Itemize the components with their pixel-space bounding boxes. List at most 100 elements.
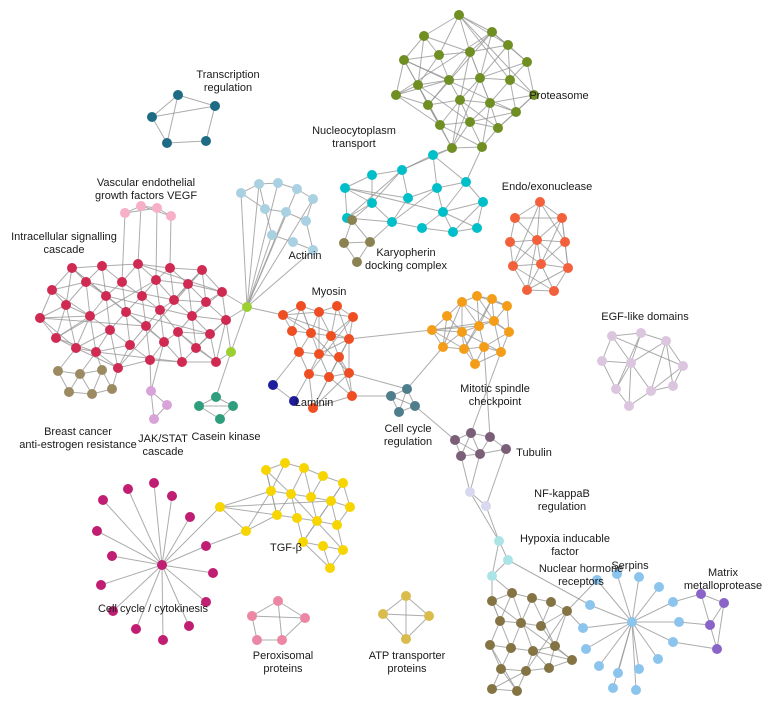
node-intracellular[interactable] [125,340,135,350]
node-intracellular[interactable] [47,285,57,295]
node-myosin[interactable] [334,352,344,362]
node-matrix[interactable] [696,589,706,599]
node-mitotic[interactable] [479,342,489,352]
node-egf[interactable] [611,384,621,394]
node-egf[interactable] [607,331,617,341]
node-serpins[interactable] [634,664,644,674]
node-hypoxia[interactable] [487,571,497,581]
node-intracellular[interactable] [201,297,211,307]
node-myosin[interactable] [287,326,297,336]
node-intracellular[interactable] [121,307,131,317]
node-hypoxia[interactable] [503,555,513,565]
node-nucleocytoplasm[interactable] [417,223,427,233]
node-nucleocytoplasm[interactable] [432,183,442,193]
node-tgfb[interactable] [299,463,309,473]
node-proteasome[interactable] [423,100,433,110]
node-karyopherin[interactable] [339,238,349,248]
node-proteasome[interactable] [511,107,521,117]
node-ccr[interactable] [386,391,396,401]
node-serpins[interactable] [594,661,604,671]
node-nuclearhormone[interactable] [496,664,506,674]
node-proteasome[interactable] [455,95,465,105]
node-egf[interactable] [626,358,636,368]
node-nucleocytoplasm[interactable] [428,150,438,160]
node-tubulin[interactable] [475,449,485,459]
node-intracellular[interactable] [105,325,115,335]
node-serpins[interactable] [634,572,644,582]
node-nucleocytoplasm[interactable] [461,177,471,187]
node-tgfb[interactable] [286,489,296,499]
node-vegf[interactable] [120,208,130,218]
node-endonuclease[interactable] [532,235,542,245]
node-nucleocytoplasm[interactable] [403,193,413,203]
node-actinin[interactable] [267,230,277,240]
node-mitotic[interactable] [442,311,452,321]
node-actinin[interactable] [288,237,298,247]
node-breast[interactable] [97,365,107,375]
node-cytokinesis[interactable] [158,635,168,645]
node-proteasome[interactable] [487,27,497,37]
node-actinin[interactable] [308,245,318,255]
node-serpins[interactable] [608,683,618,693]
node-serpins[interactable] [668,637,678,647]
node-nuclearhormone[interactable] [527,593,537,603]
node-intracellular[interactable] [177,357,187,367]
node-serpins[interactable] [612,569,622,579]
node-nucleocytoplasm[interactable] [448,227,458,237]
node-nucleocytoplasm[interactable] [387,217,397,227]
node-matrix[interactable] [712,644,722,654]
node-intracellular[interactable] [141,321,151,331]
node-myosin[interactable] [314,349,324,359]
node-myosin[interactable] [344,334,354,344]
node-serpins[interactable] [585,600,595,610]
node-proteasome[interactable] [465,47,475,57]
node-cytokinesis[interactable] [149,478,159,488]
node-proteasome[interactable] [391,90,401,100]
node-peroxisomal[interactable] [252,635,262,645]
node-endonuclease[interactable] [535,197,545,207]
node-breast[interactable] [107,384,117,394]
node-egf[interactable] [668,381,678,391]
node-nfkappab[interactable] [465,487,475,497]
node-tgfb[interactable] [345,502,355,512]
node-nuclearhormone[interactable] [516,618,526,628]
node-mitotic[interactable] [487,294,497,304]
node-vegf[interactable] [166,211,176,221]
node-mitotic[interactable] [504,327,514,337]
node-proteasome[interactable] [447,143,457,153]
node-cytokinesis[interactable] [131,624,141,634]
node-serpins[interactable] [631,685,641,695]
node-mitotic[interactable] [474,321,484,331]
node-intracellular[interactable] [91,347,101,357]
node-intracellular[interactable] [197,265,207,275]
node-endonuclease[interactable] [563,263,573,273]
node-myosin[interactable] [332,301,342,311]
node-cytokinesis[interactable] [201,541,211,551]
node-nuclearhormone[interactable] [507,588,517,598]
node-nuclearhormone[interactable] [550,641,560,651]
node-tubulin[interactable] [450,435,460,445]
node-myosin[interactable] [348,312,358,322]
node-tgfb[interactable] [338,478,348,488]
node-vegf[interactable] [152,203,162,213]
node-nucleocytoplasm[interactable] [367,170,377,180]
node-cytokinesis[interactable] [184,621,194,631]
node-mitotic[interactable] [472,291,482,301]
node-mitotic[interactable] [502,301,512,311]
node-intracellular[interactable] [145,355,155,365]
node-jak[interactable] [149,414,159,424]
node-laminin[interactable] [289,396,299,406]
node-intracellular[interactable] [173,327,183,337]
node-serpins[interactable] [592,575,602,585]
node-karyopherin[interactable] [365,237,375,247]
node-nucleocytoplasm[interactable] [397,165,407,175]
node-actinin[interactable] [236,188,246,198]
node-nucleocytoplasm[interactable] [472,223,482,233]
node-proteasome[interactable] [454,10,464,20]
node-proteasome[interactable] [434,50,444,60]
node-ccr[interactable] [410,401,420,411]
node-cytokinesis[interactable] [157,560,167,570]
node-serpins[interactable] [581,644,591,654]
node-jak[interactable] [146,386,156,396]
node-egf[interactable] [624,401,634,411]
